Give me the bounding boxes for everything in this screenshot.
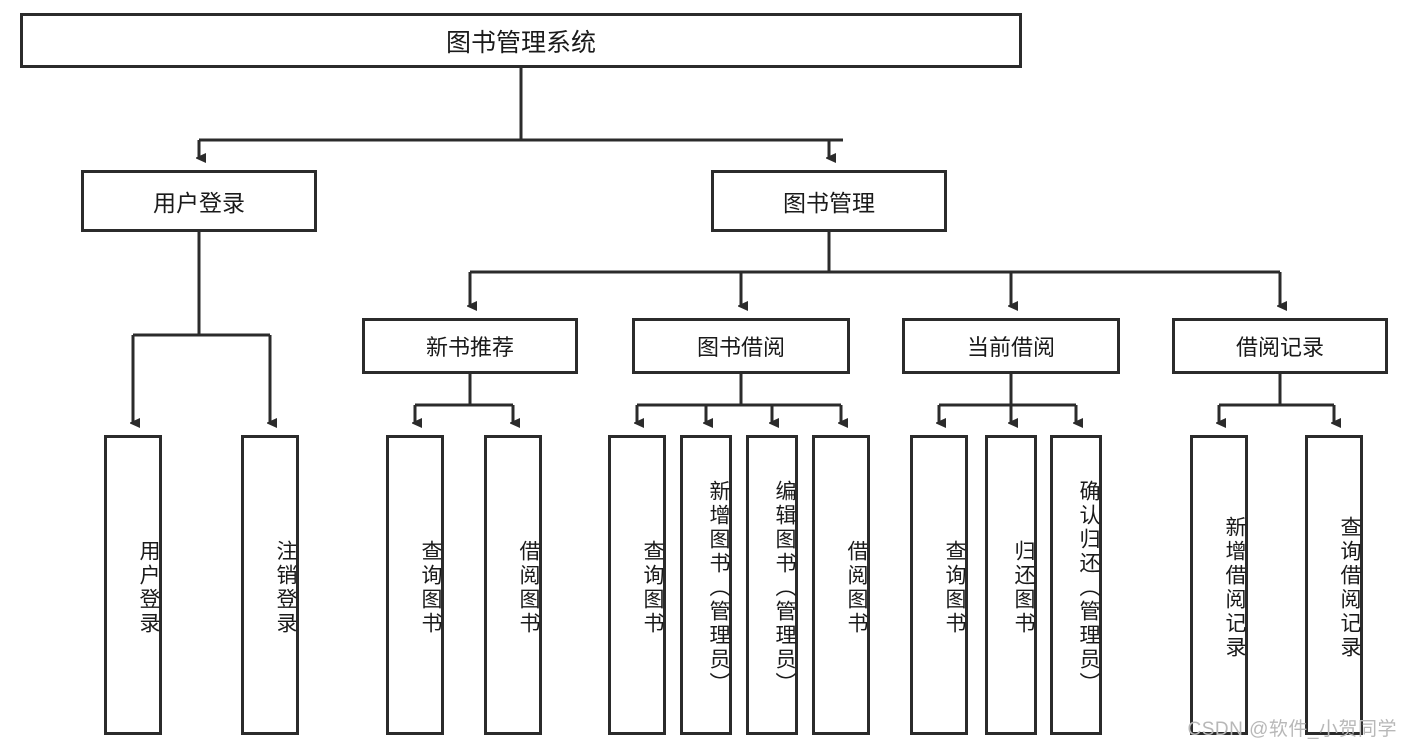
leaf-return-book[interactable]: 归还图书 (985, 435, 1037, 735)
node-new-book-recommend[interactable]: 新书推荐 (362, 318, 578, 374)
node-current-borrow[interactable]: 当前借阅 (902, 318, 1120, 374)
csdn-watermark: CSDN @软件_小贺同学 (1187, 719, 1397, 740)
leaf-user-login[interactable]: 用户登录 (104, 435, 162, 735)
leaf-confirm-return-admin[interactable]: 确认归还（管理员） (1050, 435, 1102, 735)
node-user-login[interactable]: 用户登录 (81, 170, 317, 232)
leaf-query-book-current[interactable]: 查询图书 (910, 435, 968, 735)
node-book-borrow[interactable]: 图书借阅 (632, 318, 850, 374)
leaf-add-book-admin[interactable]: 新增图书（管理员） (680, 435, 732, 735)
leaf-query-book-new[interactable]: 查询图书 (386, 435, 444, 735)
leaf-logout[interactable]: 注销登录 (241, 435, 299, 735)
leaf-edit-book-admin[interactable]: 编辑图书（管理员） (746, 435, 798, 735)
leaf-borrow-book[interactable]: 借阅图书 (812, 435, 870, 735)
node-borrow-record[interactable]: 借阅记录 (1172, 318, 1388, 374)
node-book-management[interactable]: 图书管理 (711, 170, 947, 232)
leaf-add-borrow-record[interactable]: 新增借阅记录 (1190, 435, 1248, 735)
node-root-system[interactable]: 图书管理系统 (20, 13, 1022, 68)
leaf-query-borrow-record[interactable]: 查询借阅记录 (1305, 435, 1363, 735)
leaf-query-book-borrow[interactable]: 查询图书 (608, 435, 666, 735)
leaf-borrow-book-new[interactable]: 借阅图书 (484, 435, 542, 735)
